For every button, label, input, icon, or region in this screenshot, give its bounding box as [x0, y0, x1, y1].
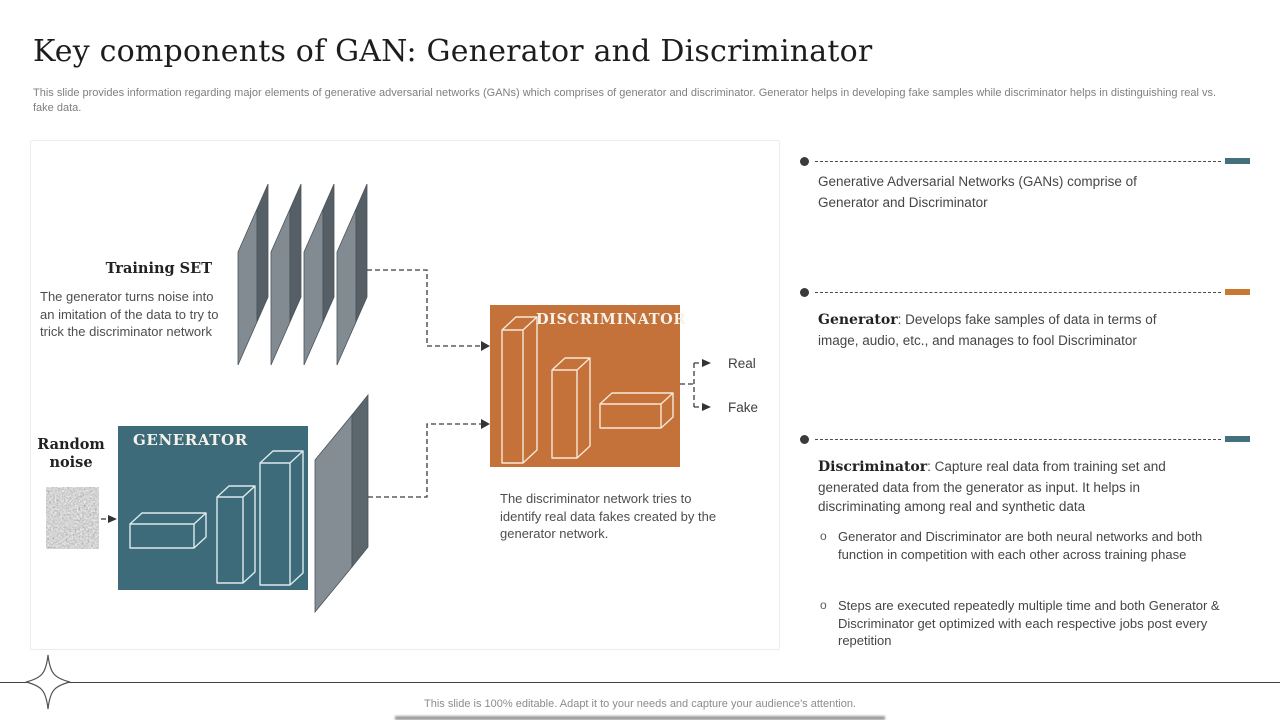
callout-row-1: [800, 156, 1250, 166]
callout-text-1: Generative Adversarial Networks (GANs) c…: [818, 172, 1200, 212]
footer-note: This slide is 100% editable. Adapt it to…: [424, 698, 856, 710]
callout-row-2: [800, 287, 1250, 297]
random-noise-image: [46, 487, 99, 549]
callout-body: : Capture real data from training set an…: [818, 459, 1166, 514]
accent-bar: [1225, 436, 1250, 442]
bullet-dot-icon: [800, 287, 809, 297]
generator-description: The generator turns noise into an imitat…: [40, 289, 219, 339]
training-set-label: Training SET: [105, 260, 212, 277]
callout-text-3: Discriminator: Capture real data from tr…: [818, 457, 1200, 517]
footer-shadow-strip: [395, 716, 885, 720]
dashed-leader-line: [815, 291, 1221, 293]
callout-text-2: Generator: Develops fake samples of data…: [818, 310, 1200, 350]
output-real-label: Real: [728, 356, 756, 371]
circle-marker-icon: o: [820, 529, 827, 543]
callout-lead: Discriminator: [818, 459, 928, 475]
generator-box: [118, 426, 308, 590]
random-noise-label: Random noise: [37, 436, 105, 471]
generator-box-label: GENERATOR: [133, 431, 248, 449]
page-title: Key components of GAN: Generator and Dis…: [33, 34, 873, 69]
discriminator-box-label: DISCRIMINATOR: [536, 311, 687, 328]
sub-bullet-text: Steps are executed repeatedly multiple t…: [838, 598, 1220, 648]
slide-description: This slide provides information regardin…: [33, 87, 1217, 114]
footer-divider: [0, 682, 1280, 683]
dashed-leader-line: [815, 160, 1221, 162]
sub-bullet-text: Generator and Discriminator are both neu…: [838, 529, 1203, 562]
accent-bar: [1225, 158, 1250, 164]
callout-body: : Develops fake samples of data in terms…: [818, 312, 1157, 348]
bullet-dot-icon: [800, 156, 809, 166]
callout-body: Generative Adversarial Networks (GANs) c…: [818, 174, 1137, 210]
dashed-leader-line: [815, 438, 1221, 440]
discriminator-description: The discriminator network tries to ident…: [500, 491, 717, 541]
sub-bullet-1: o Generator and Discriminator are both n…: [820, 528, 1240, 563]
sparkle-icon: [25, 654, 71, 710]
callout-lead: Generator: [818, 312, 898, 328]
accent-bar: [1225, 289, 1250, 295]
output-fake-label: Fake: [728, 400, 759, 415]
discriminator-box: [490, 305, 680, 467]
circle-marker-icon: o: [820, 598, 827, 612]
sub-bullet-2: o Steps are executed repeatedly multiple…: [820, 597, 1240, 650]
callout-row-3: [800, 434, 1250, 444]
bullet-dot-icon: [800, 434, 809, 444]
